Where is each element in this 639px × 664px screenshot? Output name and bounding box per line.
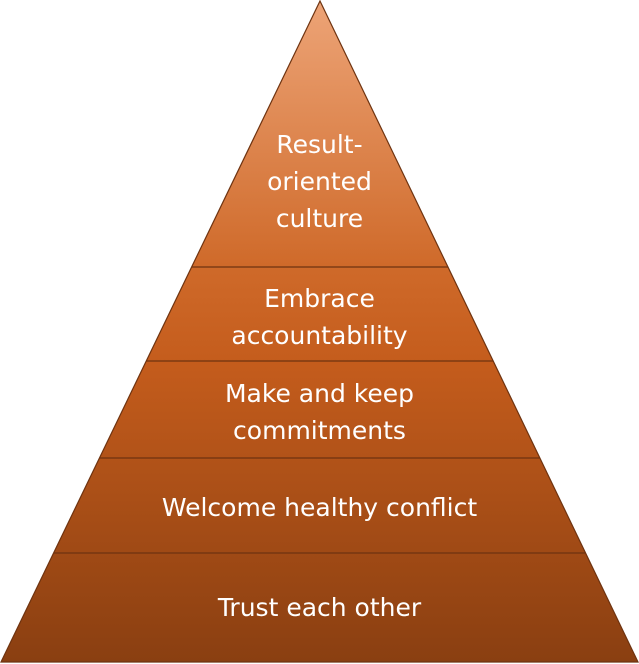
tier-dividers [53,266,586,554]
